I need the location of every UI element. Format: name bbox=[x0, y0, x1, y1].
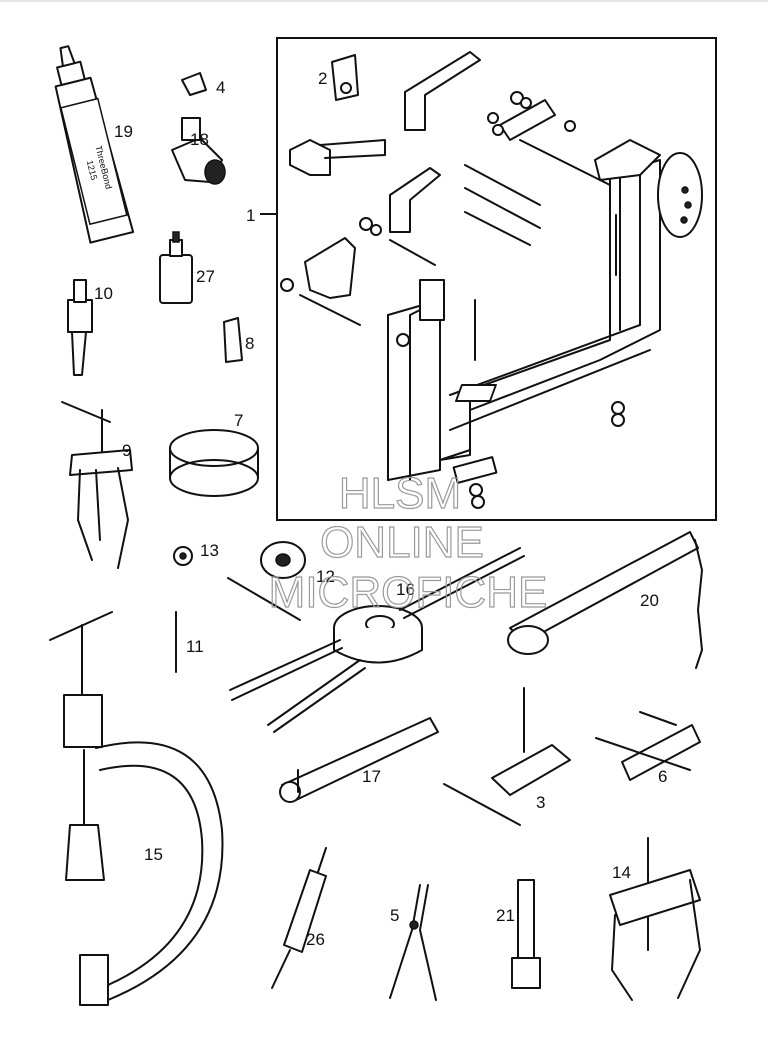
label-part-8: 8 bbox=[245, 334, 254, 353]
label-part-9: 9 bbox=[122, 441, 131, 460]
insert-part-8 bbox=[223, 317, 243, 363]
stand-frame bbox=[387, 159, 661, 481]
angle-bracket bbox=[389, 167, 441, 233]
label-part-17: 17 bbox=[362, 767, 381, 786]
label-part-2: 2 bbox=[318, 69, 327, 88]
puller-part-14 bbox=[609, 837, 701, 1001]
sleeve-part-4 bbox=[181, 72, 207, 96]
threebond-tube: ThreeBond 1215 bbox=[54, 45, 135, 244]
label-part-16: 16 bbox=[396, 580, 415, 599]
socket-part-18 bbox=[171, 117, 226, 185]
label-part-26: 26 bbox=[306, 930, 325, 949]
stand-foot bbox=[454, 384, 497, 402]
label-part-19: 19 bbox=[114, 122, 133, 141]
kit-box bbox=[276, 37, 717, 521]
watermark-line-3: MICROFICHE bbox=[269, 568, 548, 617]
mount-bracket bbox=[594, 139, 661, 181]
stand-rails bbox=[449, 169, 651, 431]
holder-part-20 bbox=[507, 531, 703, 669]
puller-plate-part-6 bbox=[595, 711, 701, 781]
chain-tool-part-3 bbox=[443, 687, 571, 826]
watermark: HLSM ONLINE MICROFICHE bbox=[268, 468, 548, 617]
tube-number: 1215 bbox=[85, 159, 100, 181]
ring-part-7 bbox=[169, 429, 259, 497]
bolt-set bbox=[299, 139, 617, 361]
socket-part-21 bbox=[511, 879, 541, 989]
label-part-6: 6 bbox=[658, 767, 667, 786]
label-part-1: 1 bbox=[246, 206, 255, 225]
engine-stand-kit bbox=[260, 37, 717, 521]
label-part-10: 10 bbox=[94, 284, 113, 303]
label-part-14: 14 bbox=[612, 863, 631, 882]
stand-foot bbox=[452, 456, 498, 484]
label-part-13: 13 bbox=[200, 541, 219, 560]
mount-plate bbox=[657, 152, 703, 238]
stand-post bbox=[419, 279, 445, 321]
wrench-part-17 bbox=[279, 717, 439, 803]
label-part-11: 11 bbox=[186, 637, 204, 656]
label-part-18: 18 bbox=[190, 130, 209, 149]
bar-bracket bbox=[319, 139, 386, 159]
label-part-15: 15 bbox=[144, 845, 163, 864]
label-part-12: 12 bbox=[316, 567, 335, 586]
watermark-line-1: HLSM bbox=[339, 469, 461, 518]
stand-bolt bbox=[396, 333, 410, 347]
block-bracket bbox=[289, 139, 331, 176]
label-part-27: 27 bbox=[196, 267, 215, 286]
label-part-21: 21 bbox=[496, 906, 515, 925]
part-labels: 1 2 3 4 5 6 7 8 9 10 11 12 13 14 15 16 1… bbox=[94, 69, 667, 949]
flywheel-puller-16 bbox=[227, 547, 525, 733]
grease-syringe-26 bbox=[271, 847, 327, 989]
label-part-3: 3 bbox=[536, 793, 545, 812]
watermark-line-2: ONLINE bbox=[320, 518, 484, 567]
label-part-20: 20 bbox=[640, 591, 659, 610]
angle-bracket bbox=[404, 51, 481, 131]
valve-spring-compressor-15 bbox=[49, 611, 224, 1006]
link-bracket bbox=[499, 99, 556, 141]
angle-bracket bbox=[304, 237, 356, 299]
puller-part-10 bbox=[67, 279, 93, 376]
nuts-washers bbox=[280, 91, 625, 509]
label-part-5: 5 bbox=[390, 906, 399, 925]
three-jaw-puller-9 bbox=[61, 401, 133, 569]
pliers-part-5 bbox=[389, 884, 437, 1001]
bearing-part-12 bbox=[260, 541, 306, 579]
label-part-4: 4 bbox=[216, 78, 225, 97]
label-part-7: 7 bbox=[234, 411, 243, 430]
bottle-part-27 bbox=[159, 231, 193, 304]
